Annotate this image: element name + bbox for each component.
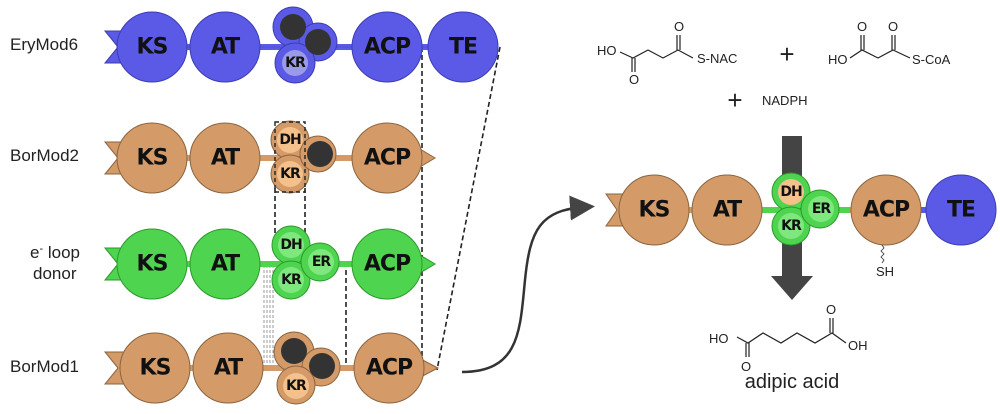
domain-ks [116, 11, 188, 83]
domain-dh [778, 179, 804, 205]
domain-dh [278, 232, 304, 258]
domain-at [691, 174, 763, 246]
domain-ks-label: KS [137, 146, 168, 171]
atom-label: O [857, 19, 867, 34]
inactive-domain-dot [307, 141, 333, 167]
domain-kr [277, 161, 303, 187]
assembly-arrow [461, 195, 595, 374]
module-erymod6: KS AT KR ACP TE [103, 6, 499, 84]
plus-sign: + [779, 39, 794, 69]
domain-kr-label: KR [281, 272, 302, 288]
domain-acp-label: ACP [863, 198, 910, 223]
domain-te [427, 11, 499, 83]
domain-ks [618, 174, 690, 246]
substrate-malonyl-coa: HO O O S-CoA [828, 19, 951, 67]
thiol-label: SH [876, 264, 894, 279]
module-label-donor-line1: e- loop [30, 243, 80, 262]
atom-label: S-CoA [912, 52, 951, 67]
domain-ks [116, 228, 188, 300]
product-adipic-acid: HO O O OH [709, 302, 868, 374]
domain-at [189, 11, 261, 83]
atom-label: O [741, 359, 751, 374]
atom-label: O [888, 19, 898, 34]
domain-at-label: AT [713, 198, 742, 223]
alignment-lines [263, 46, 501, 371]
domain-dh-label: DH [279, 132, 301, 148]
atom-label: O [826, 302, 836, 317]
module-bormod2: KS AT DH KR ACP [103, 120, 436, 194]
module-bormod1: KS AT KR ACP [103, 331, 440, 405]
domain-ks-label: KS [140, 356, 171, 381]
domain-at [189, 122, 261, 194]
module-label-donor-line2: donor [33, 264, 77, 283]
domain-acp [850, 174, 922, 246]
module-eloop-donor: KS AT DH KR ER ACP [103, 225, 436, 300]
phosphopantetheine-arm [880, 244, 885, 264]
cofactor-nadph: NADPH [762, 93, 808, 108]
module-label-bormod2: BorMod2 [10, 146, 79, 165]
domain-at [189, 228, 261, 300]
domain-ks [116, 122, 188, 194]
domain-er-label: ER [812, 201, 832, 217]
atom-label: S-NAC [697, 51, 737, 66]
substrate-snac: HO O O S-NAC [597, 19, 737, 87]
module-hybrid: KS AT DH KR ER ACP TE SH [605, 172, 997, 279]
domain-acp-label: ACP [364, 146, 411, 171]
domain-at-label: AT [214, 356, 243, 381]
domain-dh-label: DH [780, 184, 802, 200]
module-label-bormod1: BorMod1 [10, 357, 79, 376]
domain-dh-label: DH [280, 237, 302, 253]
domain-at [192, 332, 264, 404]
inactive-domain-dot [305, 29, 331, 55]
domain-kr [778, 213, 804, 239]
domain-acp [351, 11, 423, 83]
product-name: adipic acid [745, 371, 840, 393]
domain-er [308, 249, 334, 275]
domain-kr-label: KR [280, 166, 301, 182]
atom-label: HO [709, 331, 729, 346]
domain-at-label: AT [211, 146, 240, 171]
atom-label: O [674, 19, 684, 34]
atom-label: OH [848, 338, 868, 353]
domain-at-label: AT [211, 252, 240, 277]
domain-acp-label: ACP [366, 356, 413, 381]
domain-te [925, 174, 997, 246]
domain-kr [283, 373, 309, 399]
plus-sign: + [727, 85, 742, 115]
domain-at-label: AT [211, 35, 240, 60]
domain-kr [282, 50, 308, 76]
domain-er-label: ER [312, 254, 332, 270]
domain-te-label: TE [947, 198, 975, 223]
domain-acp [353, 332, 425, 404]
domain-kr-label: KR [781, 218, 802, 234]
domain-acp [351, 228, 423, 300]
domain-acp-label: ACP [364, 252, 411, 277]
domain-kr [278, 267, 304, 293]
inactive-domain-dot [281, 338, 307, 364]
inactive-domain-dot [280, 14, 306, 40]
swap-region-box [274, 121, 306, 193]
atom-label: HO [828, 52, 848, 67]
inactive-domain-dot [309, 353, 335, 379]
domain-acp [351, 122, 423, 194]
domain-ks-label: KS [137, 35, 168, 60]
domain-kr-label: KR [285, 55, 306, 71]
domain-acp-label: ACP [364, 35, 411, 60]
domain-dh [277, 127, 303, 153]
domain-te-label: TE [449, 35, 477, 60]
domain-kr-label: KR [286, 378, 307, 394]
domain-ks-label: KS [137, 252, 168, 277]
domain-ks [119, 332, 191, 404]
atom-label: O [629, 72, 639, 87]
domain-ks-label: KS [639, 198, 670, 223]
atom-label: HO [597, 43, 617, 58]
te-alignment-line [436, 46, 501, 371]
domain-er [808, 196, 834, 222]
module-label-erymod6: EryMod6 [10, 35, 78, 54]
